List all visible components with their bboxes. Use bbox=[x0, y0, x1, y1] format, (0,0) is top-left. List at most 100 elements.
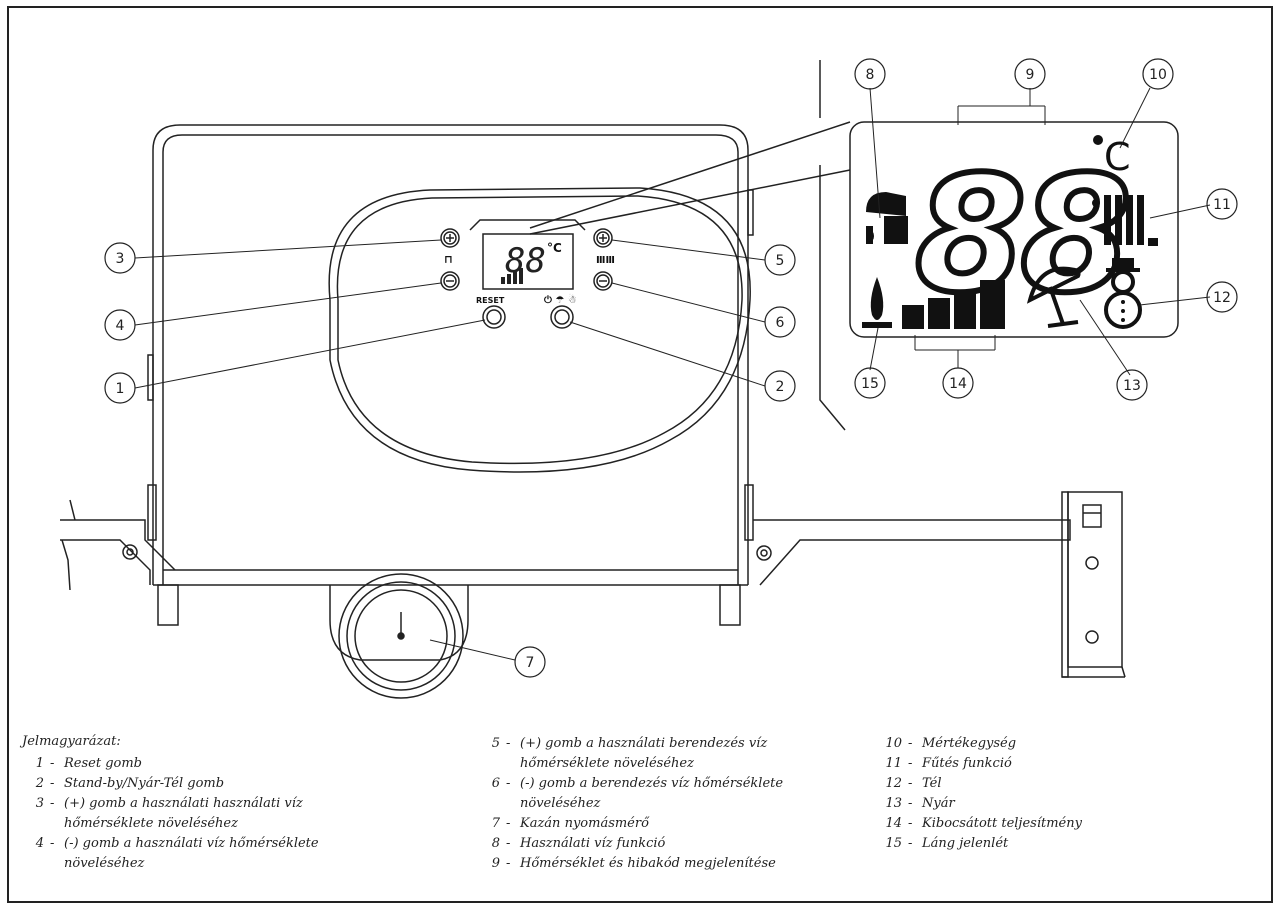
legend-item-number: 9 bbox=[491, 856, 500, 871]
minus-button-dhw[interactable] bbox=[440, 271, 460, 291]
legend-item-text: Kibocsátott teljesítmény bbox=[922, 816, 1082, 831]
standby-summer-winter-button[interactable] bbox=[550, 305, 574, 329]
legend-item-number: 10 bbox=[885, 736, 902, 751]
callout-14: 14 bbox=[942, 367, 974, 399]
legend-item-dash: - bbox=[506, 836, 511, 851]
legend-item-text: Reset gomb bbox=[64, 756, 142, 771]
legend-item-dash: - bbox=[908, 736, 913, 751]
legend-item-1: 1-Reset gomb bbox=[22, 754, 319, 774]
legend-item-number: 4 bbox=[35, 836, 44, 851]
reset-button[interactable] bbox=[482, 305, 506, 329]
legend-item-dash: - bbox=[908, 816, 913, 831]
svg-text:14: 14 bbox=[949, 376, 967, 392]
legend-item-text: Nyár bbox=[922, 796, 955, 811]
svg-text:5: 5 bbox=[776, 253, 785, 269]
svg-text:11: 11 bbox=[1213, 197, 1231, 213]
legend-item-text: (-) gomb a használati víz hőmérséklete bbox=[64, 836, 319, 851]
legend-item-dash: - bbox=[506, 856, 511, 871]
legend-item-dash: - bbox=[908, 836, 913, 851]
legend-item-dash: - bbox=[908, 796, 913, 811]
legend-item-continuation: hőmérséklete növeléséhez bbox=[520, 756, 694, 771]
legend-item-dash: - bbox=[908, 776, 913, 791]
legend-item-text: Fűtés funkció bbox=[922, 756, 1012, 771]
power-level-bars bbox=[902, 280, 1005, 329]
zoomed-display: 88 C bbox=[529, 60, 1179, 431]
callout-3: 3 bbox=[104, 242, 136, 274]
callout-8: 8 bbox=[854, 58, 886, 90]
svg-text:8: 8 bbox=[866, 67, 875, 83]
legend-item-number: 3 bbox=[35, 796, 44, 811]
heating-radiator-icon bbox=[1092, 195, 1158, 246]
svg-text:10: 10 bbox=[1149, 67, 1167, 83]
legend-item-2: 2-Stand-by/Nyár-Tél gomb bbox=[22, 774, 319, 794]
legend-item-continuation: növeléséhez bbox=[64, 856, 145, 871]
callout-6: 6 bbox=[764, 306, 796, 338]
legend-item-text: Stand-by/Nyár-Tél gomb bbox=[64, 776, 225, 791]
drawing-frame bbox=[7, 6, 1273, 903]
reset-label: RESET bbox=[476, 296, 505, 305]
legend-item-number: 8 bbox=[491, 836, 500, 851]
callout-leaders bbox=[134, 87, 1211, 661]
plus-button-heating[interactable] bbox=[593, 228, 613, 248]
legend-item-text: Mértékegység bbox=[922, 736, 1017, 751]
legend-item-9: 9-Hőmérséklet és hibakód megjelenítése bbox=[478, 854, 783, 874]
legend-item-10: 10-Mértékegység bbox=[880, 734, 1082, 754]
legend-item-number: 2 bbox=[35, 776, 44, 791]
legend-item-6: 6-(-) gomb a berendezés víz hőmérséklete bbox=[478, 774, 783, 794]
legend-item-dash: - bbox=[506, 736, 511, 751]
legend-item-text: (+) gomb a használati használati víz bbox=[64, 796, 303, 811]
legend-item-5: 5-(+) gomb a használati berendezés víz bbox=[478, 734, 783, 754]
legend-item-dash: - bbox=[506, 776, 511, 791]
svg-text:4: 4 bbox=[116, 318, 125, 334]
legend-item-7: 7-Kazán nyomásmérő bbox=[478, 814, 783, 834]
legend-item-dash: - bbox=[908, 756, 913, 771]
legend-title: Jelmagyarázat: bbox=[22, 734, 121, 749]
flame-icon bbox=[862, 277, 892, 328]
legend-item-continuation: hőmérséklete növeléséhez bbox=[64, 816, 238, 831]
minus-button-heating[interactable] bbox=[593, 271, 613, 291]
svg-text:1: 1 bbox=[116, 381, 125, 397]
svg-text:6: 6 bbox=[776, 315, 785, 331]
plus-button-dhw[interactable] bbox=[440, 228, 460, 248]
panel-display-unit: °C bbox=[547, 241, 562, 255]
legend-item-text: Tél bbox=[922, 776, 942, 791]
legend-item-dash: - bbox=[50, 836, 55, 851]
callout-9: 9 bbox=[1014, 58, 1046, 90]
panel-display: 88 °C bbox=[469, 219, 586, 290]
legend-item-14: 14-Kibocsátott teljesítmény bbox=[880, 814, 1082, 834]
legend-item-number: 14 bbox=[885, 816, 902, 831]
legend-item-number: 11 bbox=[885, 756, 902, 771]
legend-item-number: 6 bbox=[491, 776, 500, 791]
legend-item-8: 8-Használati víz funkció bbox=[478, 834, 783, 854]
legend-item-text: (+) gomb a használati berendezés víz bbox=[520, 736, 768, 751]
legend-item-continuation: növeléséhez bbox=[520, 796, 601, 811]
legend-item-dash: - bbox=[50, 796, 55, 811]
legend-item-text: Használati víz funkció bbox=[520, 836, 666, 851]
svg-text:15: 15 bbox=[861, 376, 879, 392]
legend-item-3: 3-(+) gomb a használati használati víz bbox=[22, 794, 319, 814]
callout-11: 11 bbox=[1206, 188, 1238, 220]
svg-text:2: 2 bbox=[776, 379, 785, 395]
callout-1: 1 bbox=[104, 372, 136, 404]
legend-item-15: 15-Láng jelenlét bbox=[880, 834, 1082, 854]
callout-markers: 1 2 3 4 5 6 7 8 9 10 11 12 13 14 15 bbox=[104, 58, 1238, 678]
tap-icon: ⊓ bbox=[444, 253, 453, 266]
dhw-tap-icon bbox=[866, 192, 908, 244]
legend-item-dash: - bbox=[50, 776, 55, 791]
boiler-housing bbox=[60, 124, 1126, 699]
legend-item-number: 13 bbox=[885, 796, 902, 811]
control-panel-oval bbox=[328, 187, 751, 473]
callout-12: 12 bbox=[1206, 281, 1238, 313]
panel-display-digits: 88 bbox=[505, 241, 546, 281]
callout-2: 2 bbox=[764, 370, 796, 402]
svg-text:13: 13 bbox=[1123, 378, 1141, 394]
legend-item-dash: - bbox=[506, 816, 511, 831]
legend-item-text: Hőmérséklet és hibakód megjelenítése bbox=[520, 856, 776, 871]
callout-4: 4 bbox=[104, 309, 136, 341]
legend-item-dash: - bbox=[50, 756, 55, 771]
legend-item-number: 5 bbox=[491, 736, 500, 751]
